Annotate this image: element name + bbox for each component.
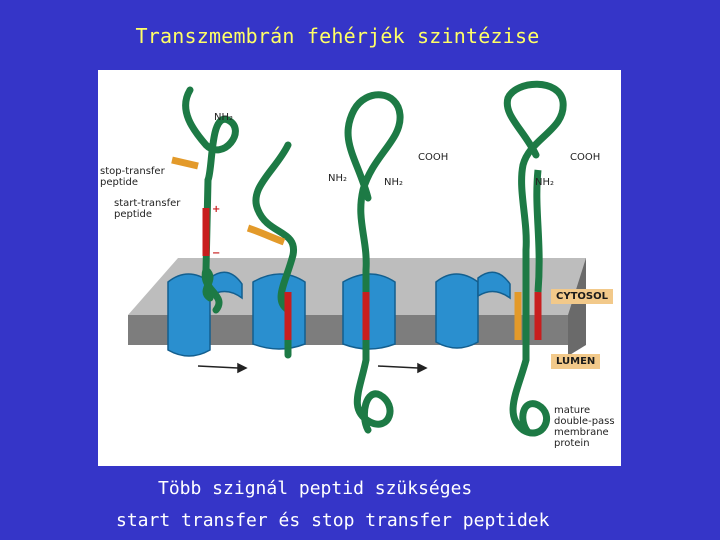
nh2-label: NH₂ — [535, 177, 555, 188]
minus-charge-label: − — [212, 248, 221, 259]
protein-synthesis-figure: stop-transfer peptide start-transfer pep… — [98, 70, 621, 466]
protein-chains — [182, 80, 567, 437]
start-transfer-label-line: start-transfer — [114, 198, 181, 209]
cooh-label: COOH — [418, 152, 449, 163]
caption-line-2: start transfer és stop transfer peptidek — [116, 510, 550, 531]
nh2-label: NH₂ — [384, 177, 404, 188]
nh2-label: NH₂ — [328, 173, 348, 184]
stop-transfer-label: stop-transfer peptide — [100, 166, 165, 188]
membrane-diagram — [128, 80, 586, 437]
mature-protein-label-line: double-pass — [554, 416, 615, 427]
peptide-segments — [171, 156, 542, 340]
flow-arrows — [197, 362, 428, 374]
mature-protein-label-line: mature — [554, 405, 591, 416]
chain-connector — [533, 169, 543, 293]
cooh-label: COOH — [570, 152, 601, 163]
stop-transfer-label-line: peptide — [100, 177, 139, 188]
slide-title: Transzmembrán fehérjék szintézise — [135, 24, 540, 48]
mature-protein-label-line: membrane — [554, 427, 609, 438]
nh2-label: NH₂ — [214, 112, 234, 123]
plus-charge-label: + — [212, 204, 221, 215]
caption-line-1: Több szignál peptid szükséges — [158, 478, 473, 499]
stop-transfer-label-line: stop-transfer — [100, 166, 165, 177]
mature-protein-label: mature double-pass membrane protein — [554, 405, 615, 449]
cytosol-tag: CYTOSOL — [551, 289, 613, 304]
start-transfer-label: start-transfer peptide — [114, 198, 180, 220]
start-transfer-label-line: peptide — [114, 209, 153, 220]
lumen-tag: LUMEN — [551, 354, 601, 369]
mature-protein-label-line: protein — [554, 438, 590, 449]
